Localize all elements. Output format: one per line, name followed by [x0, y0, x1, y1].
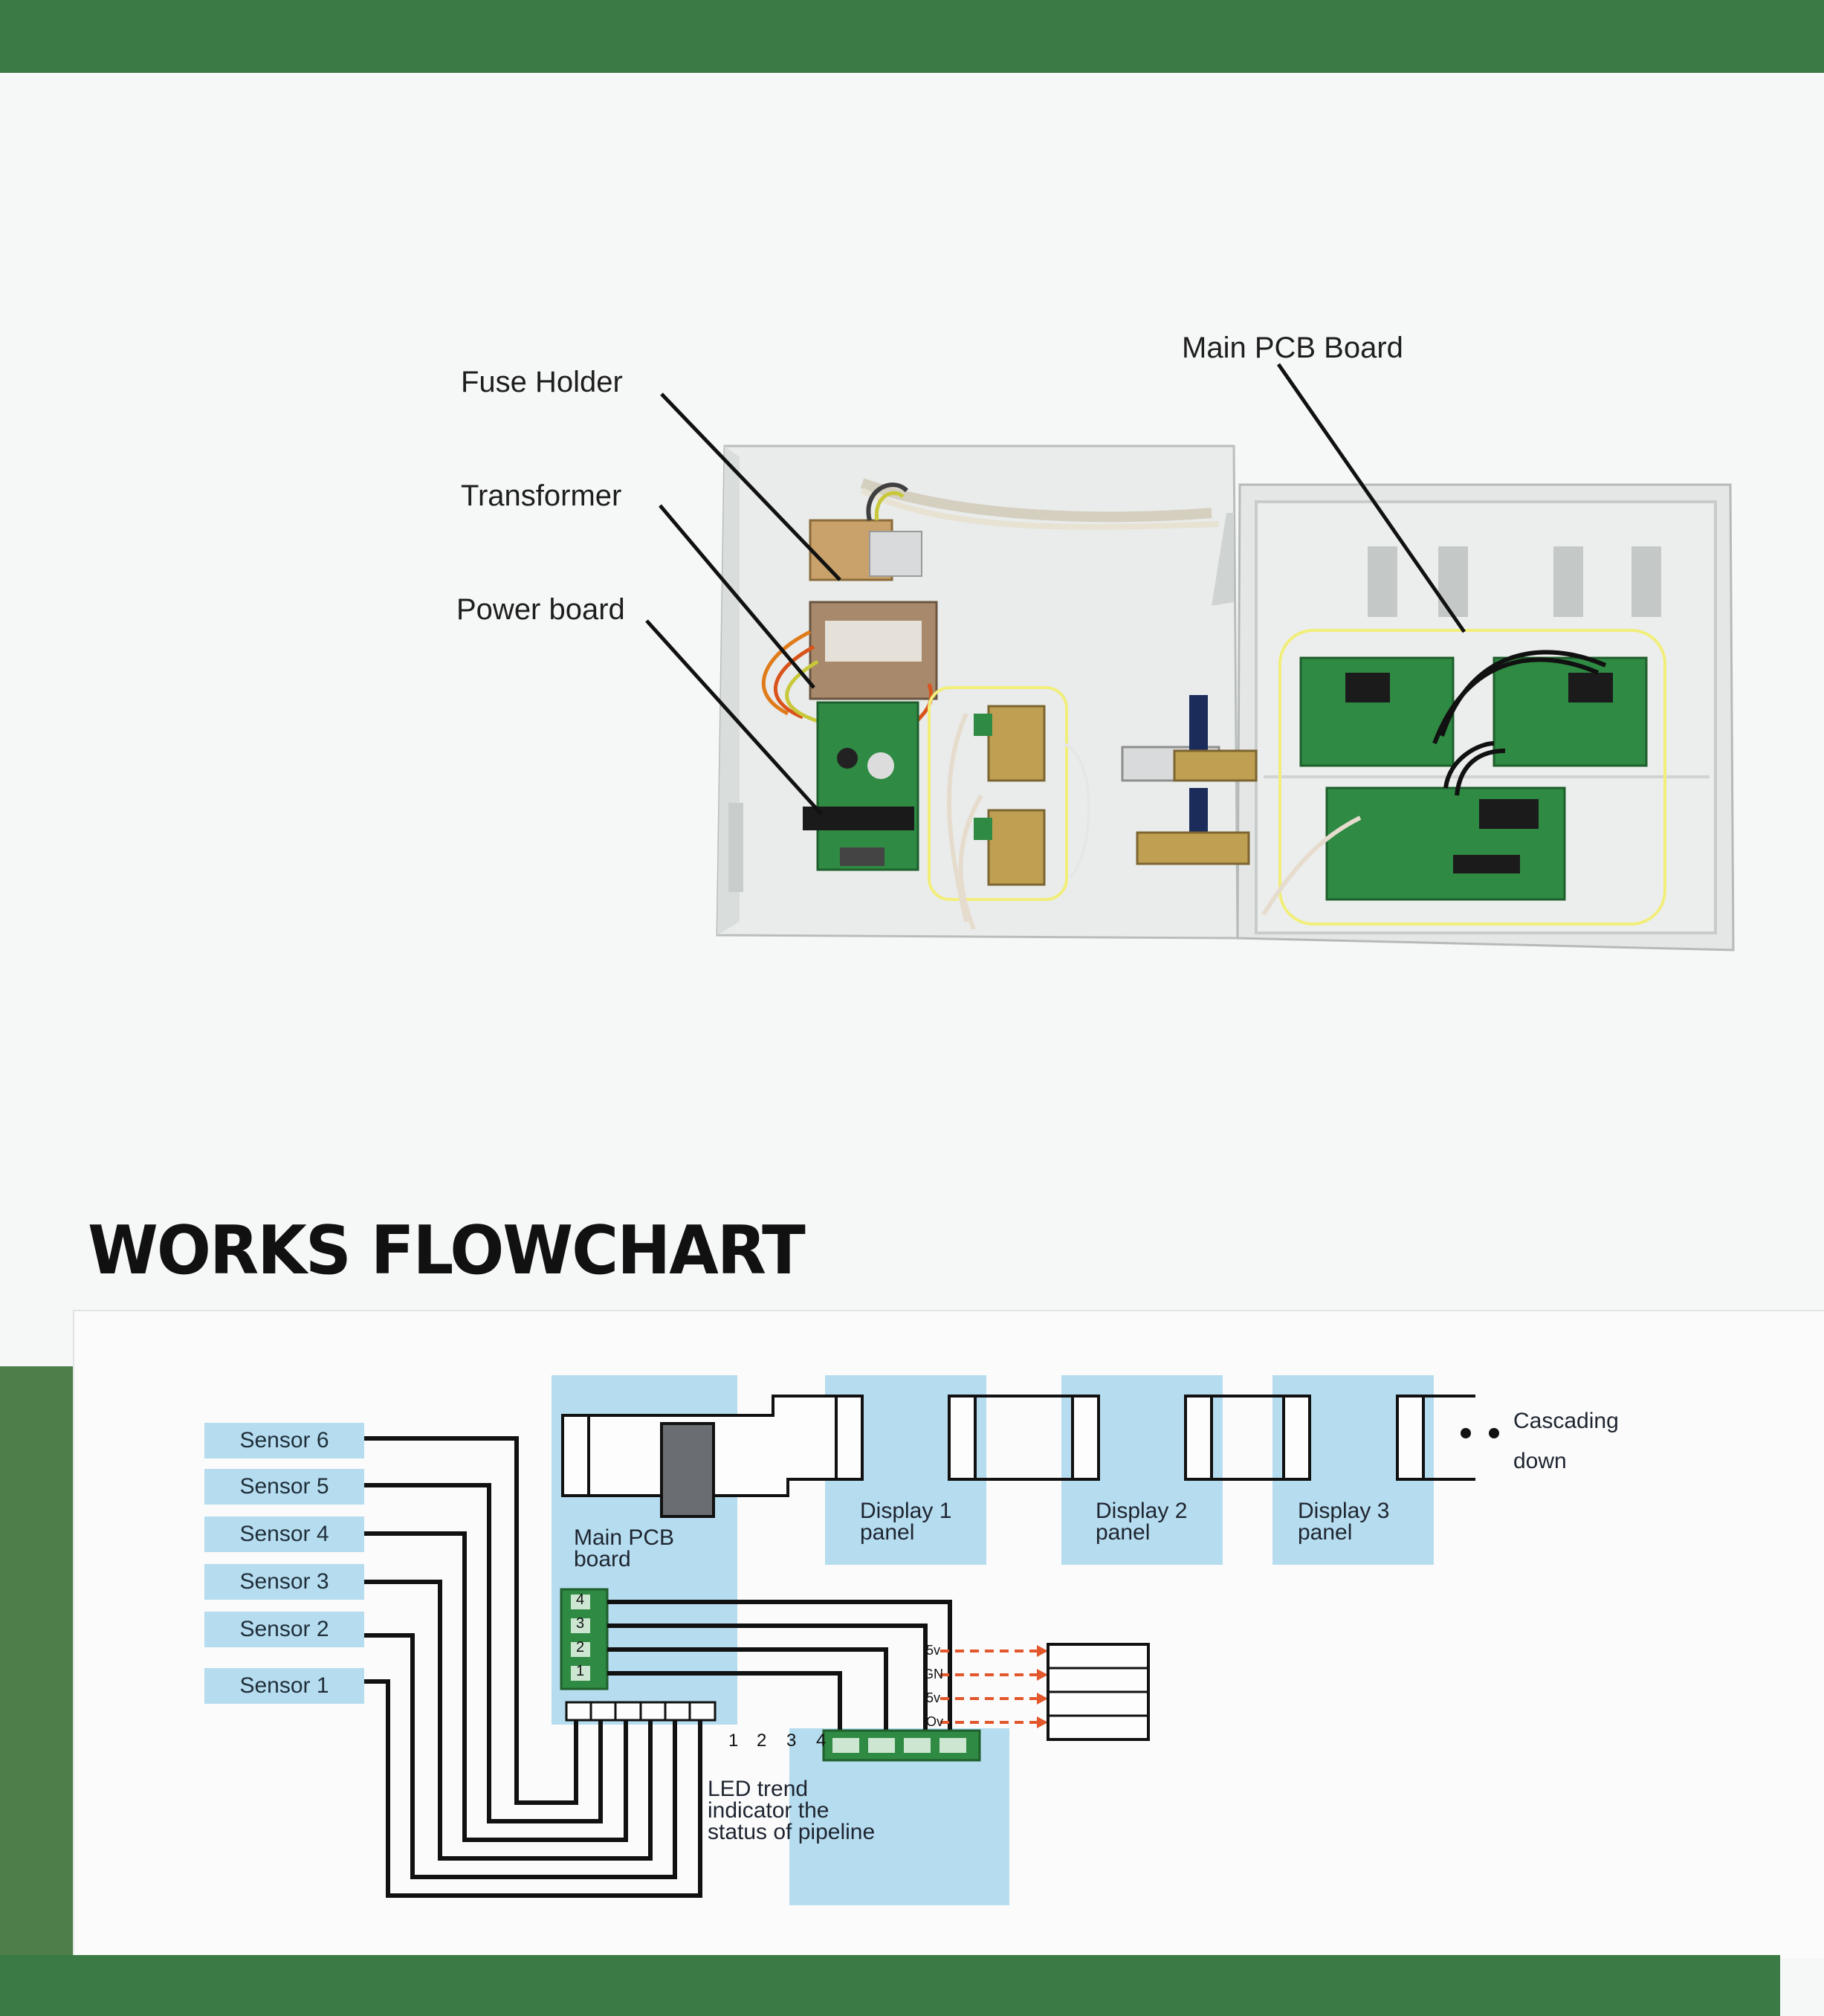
sensor-4: Sensor 4 [204, 1516, 364, 1552]
sensor-wires [364, 1436, 702, 1898]
ribbon-cable-chain [561, 1395, 1425, 1497]
top-green-bar [0, 0, 1824, 73]
led-wires [607, 1600, 952, 1734]
display-3-panel-text: Display 3 panel [1298, 1499, 1390, 1545]
sensor-3: Sensor 3 [204, 1564, 364, 1600]
left-green-band [0, 1366, 74, 2016]
works-flowchart-title: WORKS FLOWCHART [88, 1212, 806, 1290]
sensor-1: Sensor 1 [204, 1668, 364, 1704]
transformer-label: Transformer [461, 479, 622, 512]
power-board-label: Power board [456, 593, 625, 626]
fuse-holder-leader [660, 392, 841, 581]
connector-number-4: 4 [576, 1592, 585, 1608]
relay-pin-5v-bottom: 5v [926, 1690, 941, 1705]
sensor-2: Sensor 2 [204, 1612, 364, 1647]
main-pcb-board-text: Main PCB board [574, 1525, 675, 1571]
relay-pin-ov: Ov [926, 1714, 944, 1729]
relay-pin-5v-top: 5v [926, 1643, 941, 1658]
transformer-leader [659, 504, 815, 689]
display-1-panel-text: Display 1 panel [860, 1499, 952, 1545]
main-pcb-leader [1276, 363, 1466, 633]
cascade-dot-2 [1489, 1428, 1499, 1438]
main-pcb-board-label: Main PCB Board [1182, 332, 1403, 364]
cascade-dot-1 [1461, 1428, 1471, 1438]
led-number-4: 4 [816, 1731, 827, 1751]
display-2-panel-text: Display 2 panel [1096, 1499, 1188, 1545]
cascading-down-text: Cascading down [1513, 1409, 1619, 1473]
connector-number-2: 2 [576, 1639, 585, 1655]
bottom-green-bar [0, 1955, 1780, 2016]
control-box-photo [645, 363, 1735, 952]
connector-number-3: 3 [576, 1615, 585, 1632]
led-number-1: 1 [728, 1731, 739, 1751]
led-trend-indicator-text: LED trend indicator the status of pipeli… [708, 1777, 876, 1844]
led-number-3: 3 [786, 1731, 797, 1751]
relay-arrows [940, 1650, 1041, 1724]
fuse-holder-label: Fuse Holder [461, 366, 623, 398]
sensor-5: Sensor 5 [204, 1469, 364, 1505]
connector-number-1: 1 [576, 1663, 585, 1679]
led-number-2: 2 [757, 1731, 767, 1751]
relay-pin-gn: GN [923, 1667, 943, 1681]
main-pcb-chip [660, 1422, 715, 1518]
sensor-6: Sensor 6 [204, 1423, 364, 1458]
power-board-leader [645, 619, 823, 815]
